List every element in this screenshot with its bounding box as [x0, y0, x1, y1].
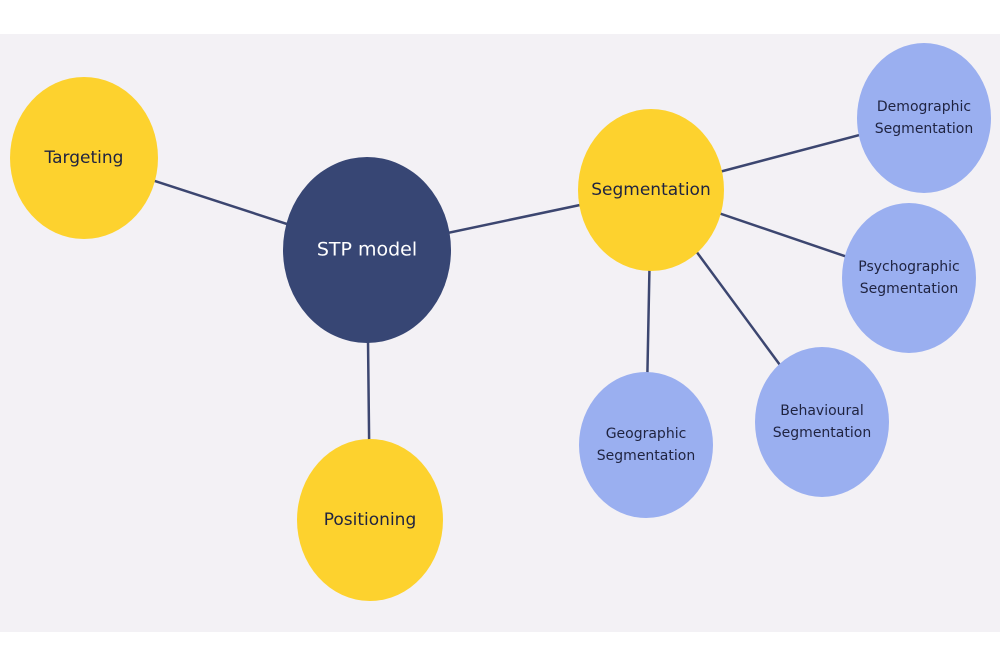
node-positioning-label: Positioning	[324, 510, 416, 530]
node-targeting-label: Targeting	[44, 148, 124, 168]
node-psychographic-label: Psychographic	[858, 259, 959, 275]
node-segmentation[interactable]: Segmentation	[578, 109, 724, 271]
node-positioning-circle	[297, 439, 443, 601]
node-targeting[interactable]: Targeting	[10, 77, 158, 239]
node-demographic-label: Segmentation	[875, 121, 973, 137]
node-stp-label: STP model	[317, 239, 417, 261]
node-geographic-label: Geographic	[606, 426, 687, 442]
node-stp-circle	[283, 157, 451, 343]
node-geographic-circle	[579, 372, 713, 518]
node-behavioural-label: Segmentation	[773, 425, 871, 441]
node-segmentation-circle	[578, 109, 724, 271]
node-psychographic-circle	[842, 203, 976, 353]
node-demographic-circle	[857, 43, 991, 193]
node-segmentation-label: Segmentation	[591, 180, 710, 200]
node-targeting-circle	[10, 77, 158, 239]
node-behavioural-label: Behavioural	[780, 403, 864, 419]
node-positioning[interactable]: Positioning	[297, 439, 443, 601]
node-psychographic-label: Segmentation	[860, 281, 958, 297]
node-demographic-label: Demographic	[877, 99, 971, 115]
node-geographic-label: Segmentation	[597, 448, 695, 464]
node-behavioural-circle	[755, 347, 889, 497]
node-stp[interactable]: STP model	[283, 157, 451, 343]
